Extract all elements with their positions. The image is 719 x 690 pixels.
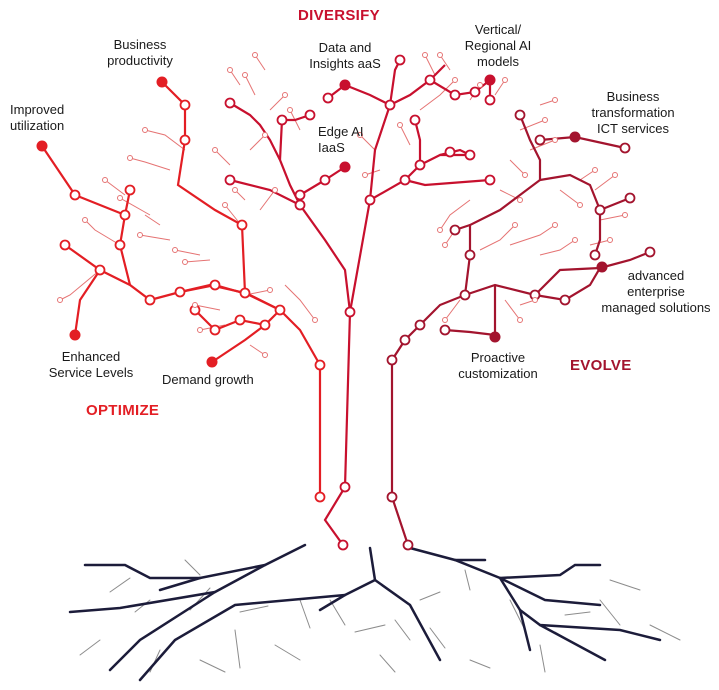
roots (68, 543, 681, 682)
open-nodes (57, 52, 656, 551)
label-edge-ai: Edge AI IaaS (318, 124, 364, 155)
section-optimize: OPTIMIZE (86, 402, 160, 419)
label-business-productivity: Business productivity (107, 37, 173, 68)
label-data-insights: Data and Insights aaS (309, 40, 381, 71)
node-proactive-customization (489, 331, 501, 343)
label-advanced-enterprise: advanced enterprise managed solutions (601, 268, 711, 315)
node-vertical-ai (484, 74, 496, 86)
node-edge-ai (339, 161, 351, 173)
label-improved-utilization: Improved utilization (10, 102, 65, 133)
node-business-transformation (569, 131, 581, 143)
node-enhanced-service (69, 329, 81, 341)
node-demand-growth (206, 356, 218, 368)
node-advanced-enterprise (596, 261, 608, 273)
key-nodes (36, 74, 608, 368)
label-demand-growth: Demand growth (162, 372, 254, 387)
node-data-insights (339, 79, 351, 91)
label-enhanced-service: Enhanced Service Levels (48, 349, 134, 380)
node-business-productivity (156, 76, 168, 88)
light-twigs (59, 54, 626, 356)
section-diversify: DIVERSIFY (298, 7, 380, 24)
label-vertical-ai: Vertical/ Regional AI models (464, 22, 532, 69)
label-proactive-customization: Proactive customization (458, 350, 538, 381)
root-main (68, 543, 662, 682)
section-evolve: EVOLVE (570, 357, 632, 374)
evolve-branches (390, 114, 651, 546)
node-improved-utilization (36, 140, 48, 152)
label-business-transformation: Business transformation ICT services (591, 89, 675, 136)
